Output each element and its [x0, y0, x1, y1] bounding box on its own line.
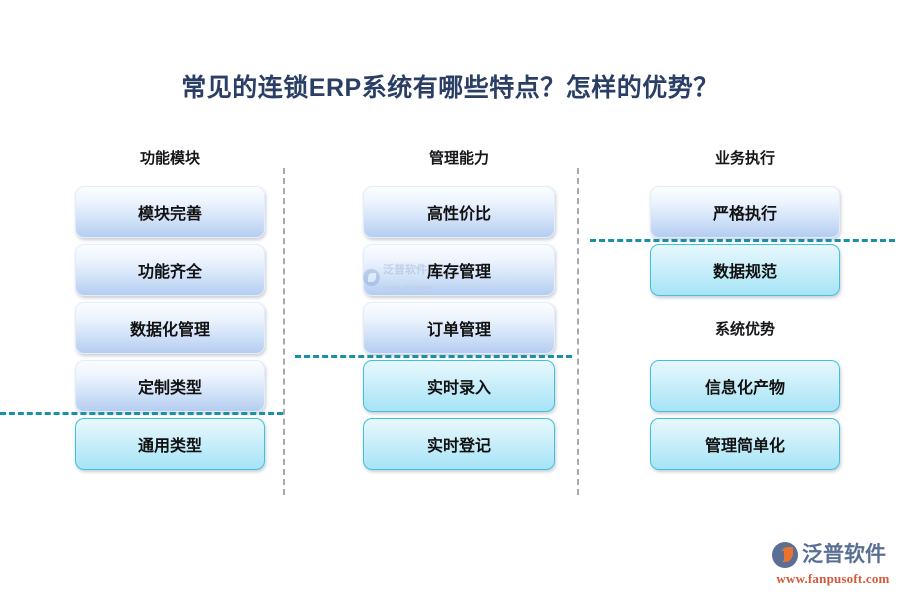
- box-data-management[interactable]: 数据化管理: [75, 302, 265, 354]
- accent-dash-line-left: [0, 412, 283, 415]
- box-data-standard[interactable]: 数据规范: [650, 244, 840, 296]
- box-strict-execution[interactable]: 严格执行: [650, 186, 840, 238]
- box-cost-performance[interactable]: 高性价比: [363, 186, 555, 238]
- page-title: 常见的连锁ERP系统有哪些特点？怎样的优势？: [181, 74, 719, 102]
- box-informatization-product[interactable]: 信息化产物: [650, 360, 840, 412]
- box-inventory-management[interactable]: 库存管理: [363, 244, 555, 296]
- column-heading-management-capability: 管理能力: [428, 150, 489, 167]
- box-full-function[interactable]: 功能齐全: [75, 244, 265, 296]
- box-general-type[interactable]: 通用类型: [75, 418, 265, 470]
- box-realtime-registration[interactable]: 实时登记: [363, 418, 555, 470]
- box-module-complete[interactable]: 模块完善: [75, 186, 265, 238]
- column-heading-business-execution: 业务执行: [714, 150, 775, 167]
- column-divider-1: [283, 168, 285, 495]
- column-heading-functional-modules: 功能模块: [139, 150, 200, 167]
- column-heading-system-advantage: 系统优势: [714, 321, 775, 338]
- accent-dash-line-right: [590, 239, 895, 242]
- box-realtime-entry[interactable]: 实时录入: [363, 360, 555, 412]
- brand-mark-icon: [772, 542, 798, 568]
- box-custom-type[interactable]: 定制类型: [75, 360, 265, 412]
- box-order-management[interactable]: 订单管理: [363, 302, 555, 354]
- brand-name: 泛普软件: [802, 543, 886, 566]
- box-simplified-management[interactable]: 管理简单化: [650, 418, 840, 470]
- brand-logo: 泛普软件 www.fanpusoft.com: [772, 540, 894, 588]
- accent-dash-line-middle: [295, 355, 572, 358]
- brand-url: www.fanpusoft.com: [776, 571, 890, 586]
- column-divider-2: [577, 168, 579, 495]
